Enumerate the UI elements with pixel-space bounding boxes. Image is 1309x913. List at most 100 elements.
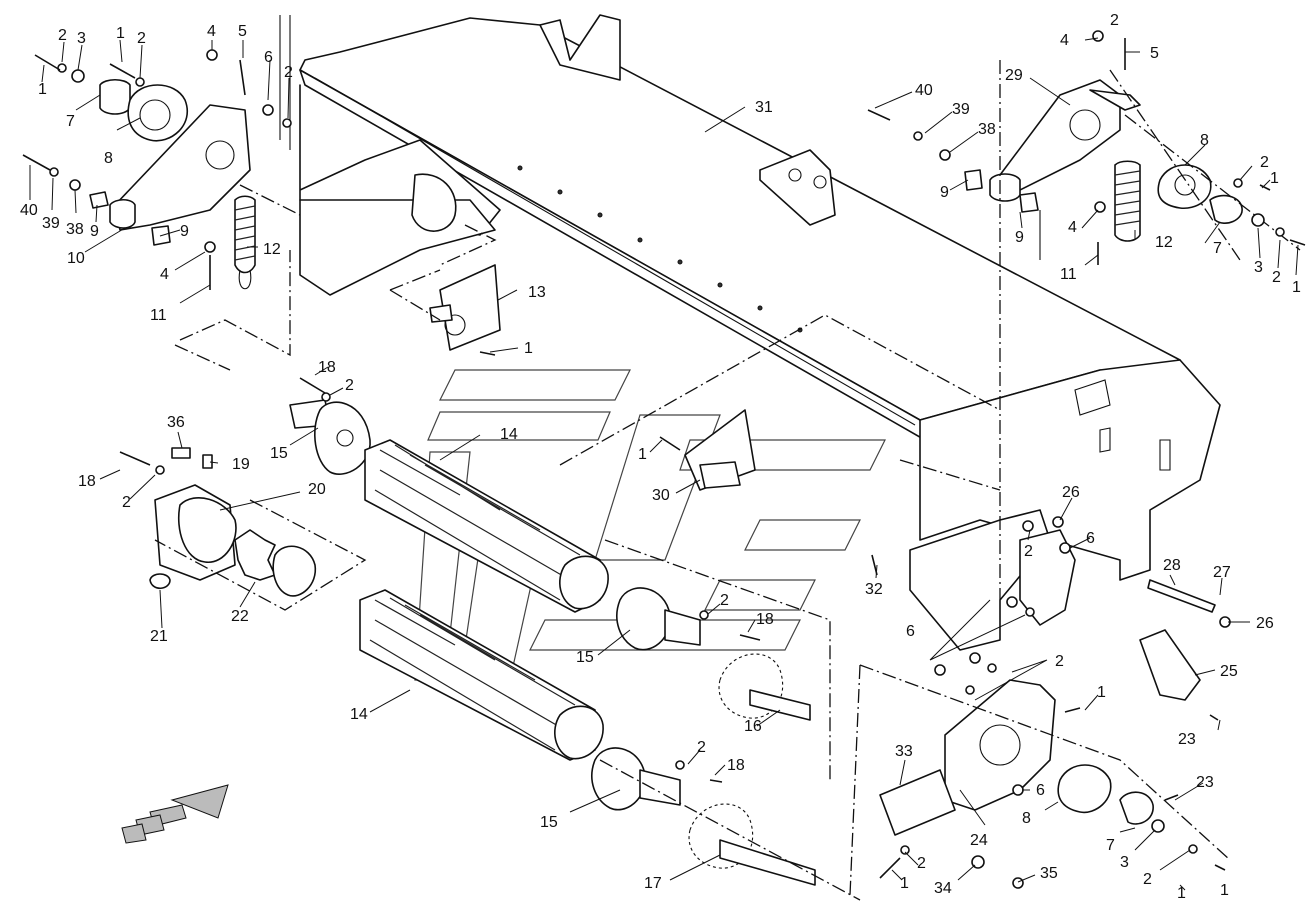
callout-21: 21 — [150, 628, 168, 645]
callout-2: 2 — [122, 494, 131, 511]
leader-lines — [29, 37, 1299, 891]
callout-18: 18 — [756, 611, 774, 628]
callout-3: 3 — [77, 30, 86, 47]
assembly-center-lines — [154, 15, 1301, 901]
callout-40: 40 — [915, 82, 933, 99]
callout-18: 18 — [318, 359, 336, 376]
callout-40: 40 — [20, 202, 38, 219]
callout-39: 39 — [42, 215, 60, 232]
callout-2: 2 — [1110, 12, 1119, 29]
callout-12: 12 — [263, 241, 281, 258]
callout-1: 1 — [1177, 885, 1186, 902]
callout-38: 38 — [978, 121, 996, 138]
callout-1: 1 — [1292, 279, 1301, 296]
callout-6: 6 — [906, 623, 915, 640]
callout-9: 9 — [1015, 229, 1024, 246]
callout-22: 22 — [231, 608, 249, 625]
roller-end-flanges — [591, 587, 816, 886]
callout-12: 12 — [1155, 234, 1173, 251]
callout-19: 19 — [232, 456, 250, 473]
side-drive-plate — [879, 509, 1216, 836]
bearing-cover-plates — [429, 264, 756, 491]
callout-11: 11 — [1060, 266, 1077, 283]
callout-11: 11 — [150, 307, 167, 324]
callout-35: 35 — [1040, 865, 1058, 882]
callout-1: 1 — [1097, 684, 1106, 701]
callout-15: 15 — [576, 649, 594, 666]
callout-8: 8 — [1200, 132, 1209, 149]
callout-2: 2 — [917, 855, 926, 872]
callout-2: 2 — [345, 377, 354, 394]
callout-20: 20 — [308, 481, 326, 498]
callout-1: 1 — [116, 25, 125, 42]
callout-2: 2 — [1024, 543, 1033, 560]
callout-14: 14 — [350, 706, 368, 723]
callout-2: 2 — [697, 739, 706, 756]
callout-38: 38 — [66, 221, 84, 238]
callout-18: 18 — [727, 757, 745, 774]
callout-26: 26 — [1062, 484, 1080, 501]
callout-2: 2 — [58, 27, 67, 44]
callout-2: 2 — [1143, 871, 1152, 888]
callout-39: 39 — [952, 101, 970, 118]
right-bearing-bracket — [964, 79, 1243, 242]
callout-2: 2 — [1055, 653, 1064, 670]
callout-4: 4 — [207, 23, 216, 40]
callout-2: 2 — [1272, 269, 1281, 286]
callout-6: 6 — [1086, 530, 1095, 547]
callout-5: 5 — [1150, 45, 1159, 62]
callout-28: 28 — [1163, 557, 1181, 574]
callout-9: 9 — [940, 184, 949, 201]
callout-7: 7 — [1213, 240, 1222, 257]
callout-10: 10 — [67, 250, 85, 267]
callout-25: 25 — [1220, 663, 1238, 680]
callout-13: 13 — [528, 284, 546, 301]
callout-4: 4 — [1060, 32, 1069, 49]
callout-3: 3 — [1120, 854, 1129, 871]
callout-31: 31 — [755, 99, 773, 116]
callout-7: 7 — [1106, 837, 1115, 854]
callout-27: 27 — [1213, 564, 1231, 581]
callout-7: 7 — [66, 113, 75, 130]
left-bearing-bracket — [89, 78, 256, 290]
callout-30: 30 — [652, 487, 670, 504]
callout-4: 4 — [160, 266, 169, 283]
callout-2: 2 — [720, 592, 729, 609]
callout-34: 34 — [934, 880, 952, 897]
callout-2: 2 — [284, 64, 293, 81]
callout-36: 36 — [167, 414, 185, 431]
direction-arrow-icon — [121, 784, 229, 844]
callout-17: 17 — [644, 875, 662, 892]
callout-9: 9 — [180, 223, 189, 240]
callout-8: 8 — [1022, 810, 1031, 827]
callout-2: 2 — [137, 30, 146, 47]
callout-6: 6 — [1036, 782, 1045, 799]
callout-2: 2 — [1260, 154, 1269, 171]
callout-1: 1 — [638, 446, 647, 463]
callout-26: 26 — [1256, 615, 1274, 632]
callout-4: 4 — [1068, 219, 1077, 236]
callout-1: 1 — [1270, 170, 1279, 187]
callout-6: 6 — [264, 49, 273, 66]
callout-8: 8 — [104, 150, 113, 167]
callout-24: 24 — [970, 832, 988, 849]
drive-coupling-assembly — [149, 399, 371, 597]
callout-labels: 1 2 3 1 2 4 5 6 2 7 8 40 39 38 9 9 10 4 … — [20, 12, 1301, 902]
callout-5: 5 — [238, 23, 247, 40]
callout-29: 29 — [1005, 67, 1023, 84]
callout-1: 1 — [524, 340, 533, 357]
main-frame-beam — [299, 14, 1221, 581]
callout-15: 15 — [270, 445, 288, 462]
callout-14: 14 — [500, 426, 518, 443]
callout-23: 23 — [1178, 731, 1196, 748]
callout-33: 33 — [895, 743, 913, 760]
callout-15: 15 — [540, 814, 558, 831]
lower-roller — [359, 589, 604, 761]
callout-1: 1 — [1220, 882, 1229, 899]
callout-32: 32 — [865, 581, 883, 598]
callout-3: 3 — [1254, 259, 1263, 276]
callout-1: 1 — [900, 875, 909, 892]
upper-roller — [364, 439, 609, 613]
callout-18: 18 — [78, 473, 96, 490]
